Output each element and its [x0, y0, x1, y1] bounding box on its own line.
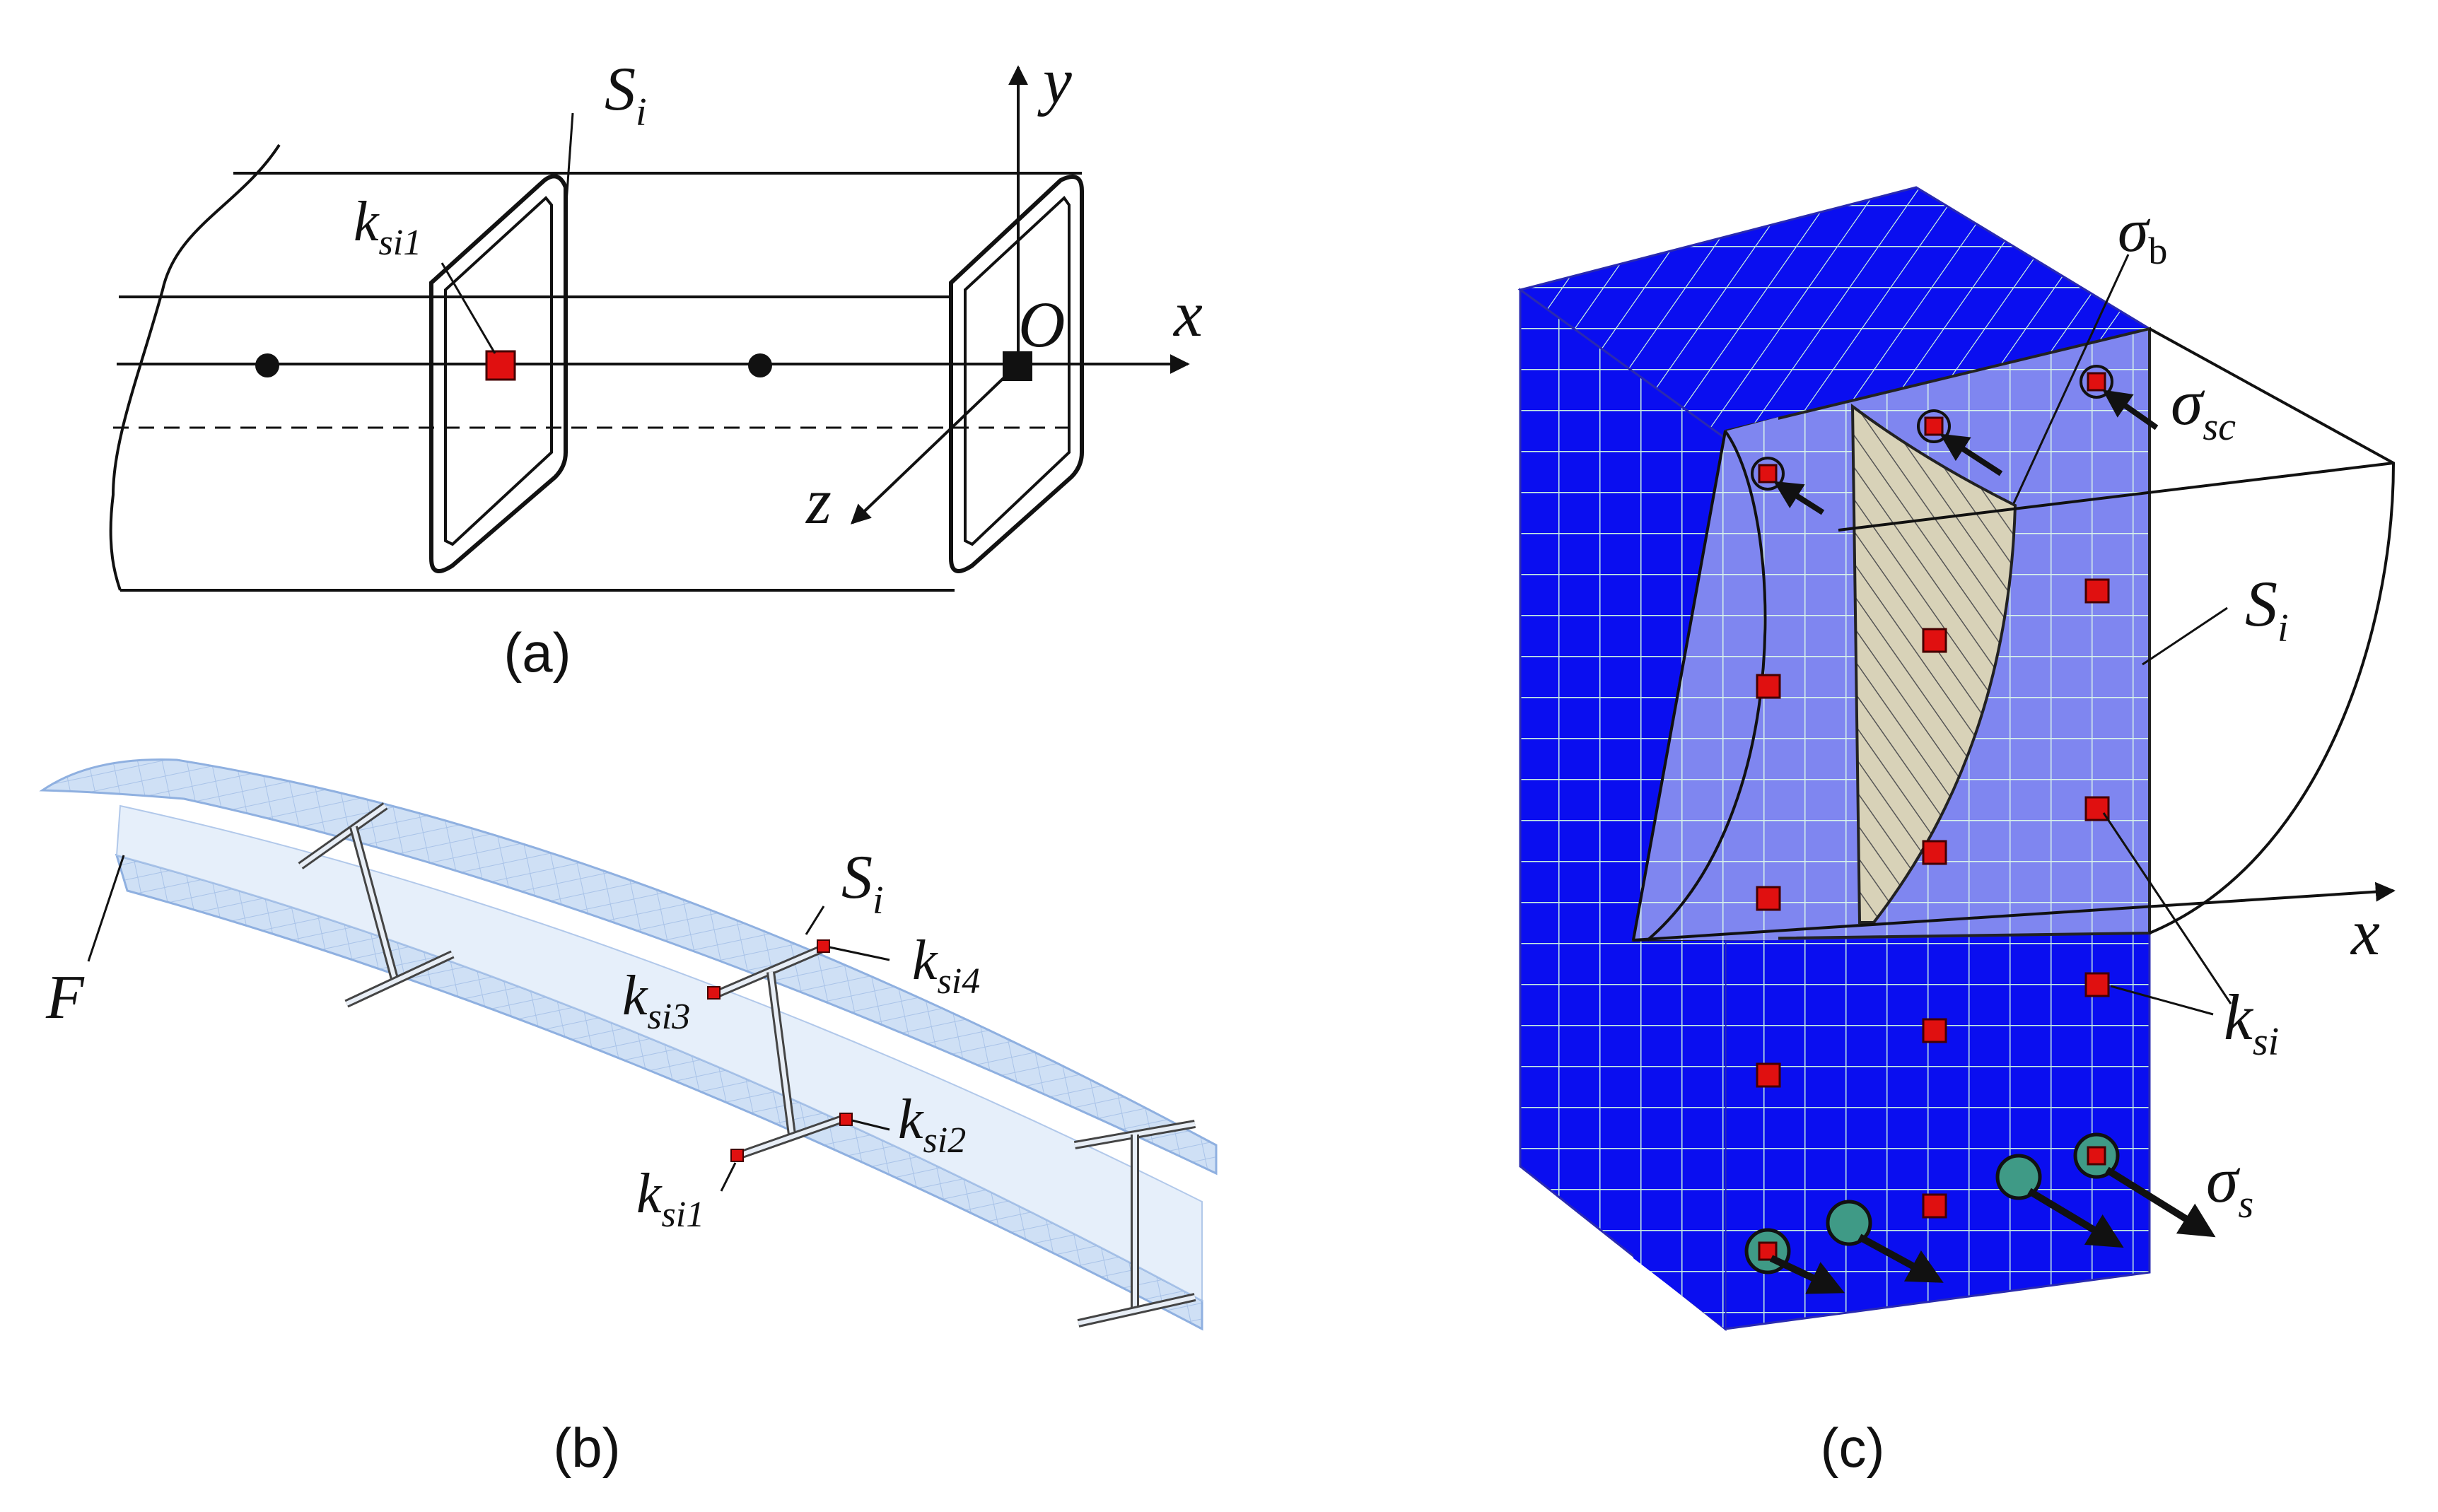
- sigma-b-leader: [2012, 254, 2130, 504]
- k-si1-node: [485, 350, 516, 381]
- label-k-si1: ksi1: [354, 191, 421, 263]
- section-Si-right: [1073, 1120, 1196, 1328]
- caption-c: (c): [1821, 1417, 1885, 1479]
- stress-curve-left: [1646, 430, 1767, 942]
- x-axis: [1633, 881, 2396, 942]
- ksi-leader-1: [2102, 812, 2232, 1004]
- panel-b: F Si ksi4 ksi3 ksi2 ksi1 (b): [39, 758, 1218, 1479]
- concrete-nodes: [1756, 578, 2110, 1219]
- beam-break-line: [109, 143, 281, 591]
- compression-stress-block: [1850, 403, 2017, 924]
- k-si-node: [2084, 972, 2110, 997]
- section-Si-frame: [429, 112, 574, 573]
- caption-a: (a): [503, 621, 571, 684]
- top-rebar-nodes: [1751, 365, 2159, 515]
- label-Si: Si: [841, 843, 884, 922]
- k-si-node: [1922, 1018, 1947, 1043]
- label-y: y: [1037, 45, 1072, 117]
- label-Si: Si: [605, 55, 647, 134]
- k-si4-node: [817, 939, 830, 953]
- bottom-rebar-nodes: [1744, 1132, 2216, 1294]
- beam-top-flange: [39, 758, 1218, 1176]
- ksi-leader-2: [2110, 985, 2214, 1016]
- node-point: [748, 353, 772, 377]
- k-si-node: [2084, 796, 2110, 821]
- label-x: x: [2350, 896, 2380, 968]
- panel-a: Si ksi1 O x y z (a): [109, 45, 1203, 684]
- node-point: [255, 353, 279, 377]
- label-k-si1: ksi1: [636, 1163, 704, 1235]
- k4-leader: [829, 946, 890, 961]
- label-k-si2: ksi2: [898, 1089, 966, 1161]
- k-leader: [441, 262, 496, 354]
- label-sigma-s: σs: [2206, 1144, 2253, 1226]
- label-sigma-b: σb: [2118, 197, 2167, 272]
- k-si1-node: [730, 1149, 744, 1162]
- label-z: z: [805, 465, 832, 537]
- axes: [850, 65, 1028, 524]
- k-si-node: [1922, 840, 1947, 865]
- k2-leader: [851, 1119, 890, 1131]
- k1-leader: [720, 1162, 737, 1192]
- label-x: x: [1172, 278, 1203, 350]
- section-leader: [564, 112, 574, 213]
- Si-leader: [805, 906, 825, 935]
- Si-leader: [2142, 606, 2228, 666]
- k-si-node: [1756, 886, 1781, 911]
- k-si-node: [2084, 578, 2110, 604]
- label-k-si: ksi: [2224, 981, 2279, 1064]
- label-k-si4: ksi4: [912, 930, 980, 1002]
- stress-envelope-top: [1838, 462, 2394, 532]
- label-O: O: [1018, 288, 1065, 361]
- origin-node: [1003, 351, 1032, 381]
- block-front-lower-left: [1633, 940, 1725, 1329]
- end-frame: [949, 175, 1084, 573]
- section-Si-mid: [713, 943, 850, 1161]
- label-F: F: [45, 963, 85, 1032]
- label-sigma-sc: σsc: [2171, 366, 2236, 449]
- panel-c: σb σsc Si x ksi σs (c): [1517, 186, 2396, 1479]
- k-si-node: [1756, 1062, 1781, 1088]
- label-Si: Si: [2245, 568, 2289, 650]
- section-Si-left: [298, 802, 455, 1008]
- k-si-node: [1756, 674, 1781, 699]
- k-si-node: [1922, 1193, 1947, 1219]
- stress-curve-right: [2149, 327, 2396, 934]
- k-si3-node: [707, 986, 721, 1000]
- z-axis: [850, 363, 1020, 524]
- label-k-si3: ksi3: [622, 965, 690, 1037]
- k-si2-node: [839, 1113, 853, 1126]
- caption-b: (b): [553, 1417, 620, 1479]
- F-leader: [87, 855, 125, 962]
- k-si-node: [1922, 628, 1947, 653]
